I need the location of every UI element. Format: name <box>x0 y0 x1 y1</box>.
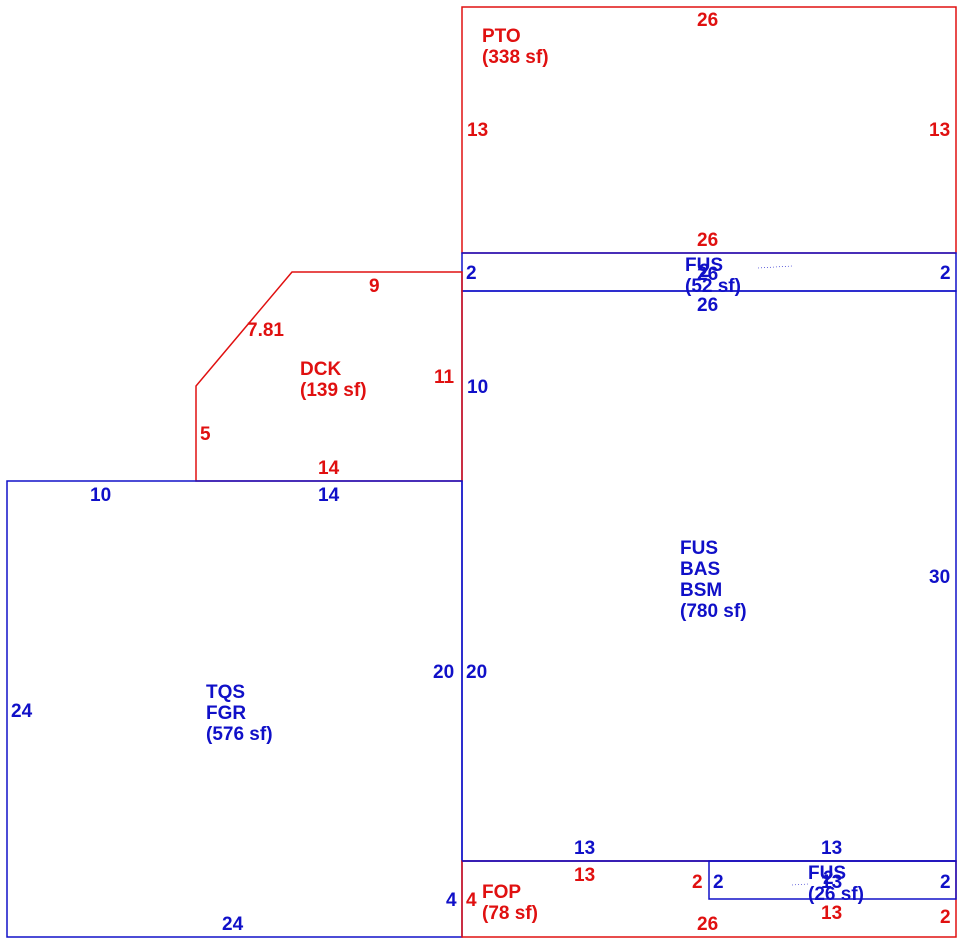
fus-main-code3: BSM <box>680 580 722 601</box>
dck-area: (139 sf) <box>300 380 367 401</box>
tqs-code2: FGR <box>206 703 246 724</box>
tqs-dim-left-4: 4 <box>446 890 457 911</box>
pto-area: (338 sf) <box>482 47 549 68</box>
leader-line <box>757 265 793 269</box>
pto-dim-bottom: 26 <box>697 230 718 251</box>
pto-outline <box>461 6 957 254</box>
fus-top-code: FUS <box>685 255 723 276</box>
tqs-outline <box>6 480 463 938</box>
pto-dim-left: 13 <box>467 120 488 141</box>
fus-bottom-dim-left: 2 <box>713 872 724 893</box>
leader-line <box>791 883 809 886</box>
fop-dim-bottom: 26 <box>697 914 718 935</box>
fus-top-dim-right: 2 <box>940 263 951 284</box>
fus-main-dim-left-b: 20 <box>466 662 487 683</box>
dck-code: DCK <box>300 359 341 380</box>
fus-top-area: (52 sf) <box>685 276 741 297</box>
pto-dim-right: 13 <box>929 120 950 141</box>
pto-code: PTO <box>482 26 521 47</box>
pto-dim-top: 26 <box>697 10 718 31</box>
tqs-dim-bottom: 24 <box>222 914 244 935</box>
tqs-dim-top-b: 14 <box>318 485 340 506</box>
dck-dim-top: 9 <box>369 276 380 297</box>
fus-main-dim-left-a: 10 <box>467 377 488 398</box>
fus-bottom-dim-right: 2 <box>940 872 951 893</box>
dck-dim-bottom: 14 <box>318 458 340 479</box>
fop-area: (78 sf) <box>482 903 538 924</box>
fus-bottom-code: FUS <box>808 863 846 884</box>
fop-dim-strip-bottom: 13 <box>821 903 842 924</box>
fus-main-dim-bottom-b: 13 <box>821 838 842 859</box>
fus-main-code2: BAS <box>680 559 720 580</box>
fop-dim-left: 4 <box>466 890 477 911</box>
dck-dim-left: 5 <box>200 424 211 445</box>
fus-main-dim-right: 30 <box>929 567 950 588</box>
tqs-area: (576 sf) <box>206 724 273 745</box>
fop-dim-top: 13 <box>574 865 595 886</box>
fus-top-overlap-b: 26 <box>697 264 718 285</box>
fop-dim-right-bottom: 2 <box>940 907 951 928</box>
tqs-code1: TQS <box>206 682 245 703</box>
fus-top-dim-bottom: 26 <box>697 295 718 316</box>
tqs-dim-left: 24 <box>11 701 33 722</box>
fus-bottom-overlap-a: 2 <box>823 868 834 889</box>
fop-dim-mid: 2 <box>692 872 703 893</box>
tqs-dim-top-a: 10 <box>90 485 111 506</box>
fus-bottom-overlap-b: 13 <box>821 872 842 893</box>
fus-top-dim-left: 2 <box>466 263 477 284</box>
fus-top-overlap-a: 2 <box>699 261 710 282</box>
fus-main-dim-bottom-a: 13 <box>574 838 595 859</box>
fop-code: FOP <box>482 882 521 903</box>
dck-dim-diag: 7.81 <box>247 320 284 341</box>
dck-dim-right: 11 <box>434 367 455 388</box>
tqs-dim-right: 20 <box>433 662 454 683</box>
fus-main-code1: FUS <box>680 538 718 559</box>
fus-bottom-area: (26 sf) <box>808 884 864 905</box>
fus-main-area: (780 sf) <box>680 601 747 622</box>
